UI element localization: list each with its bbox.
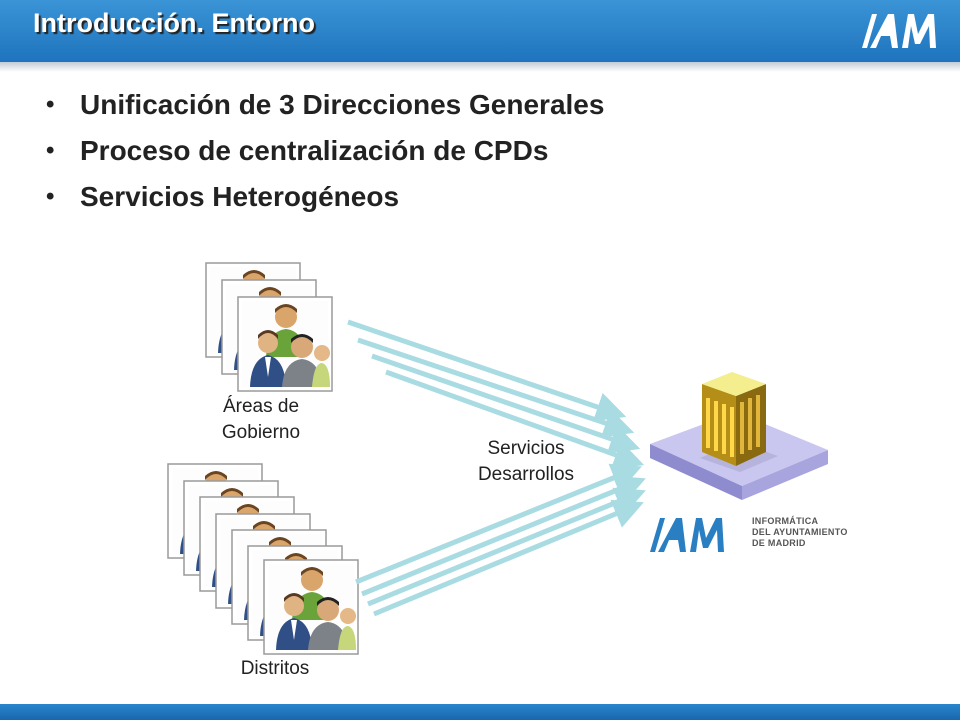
arrow xyxy=(357,337,635,438)
areas-label: Áreas de Gobierno xyxy=(196,394,326,446)
services-label-line: Desarrollos xyxy=(477,464,575,485)
iam-logo-header xyxy=(862,14,936,48)
slide-title: Introducción. Entorno xyxy=(33,8,315,38)
bullet-item: • Proceso de centralización de CPDs xyxy=(40,128,604,174)
areas-label-line: Áreas de xyxy=(222,396,300,417)
bullet-list: •Unificación de 3 Direcciones Generales … xyxy=(40,82,604,220)
bullet-text: Unificación de 3 Direcciones Generales xyxy=(80,89,605,120)
iam-subtitle-line: INFORMÁTICA xyxy=(752,516,819,526)
iam-logo xyxy=(650,518,724,552)
arrow xyxy=(367,487,646,607)
arrows-distritos xyxy=(355,463,646,617)
bullet-item: • Servicios Heterogéneos xyxy=(40,174,604,220)
person-group-card xyxy=(237,296,333,392)
arrow xyxy=(361,475,646,597)
distritos-label: Distritos xyxy=(240,658,310,679)
person-group-card xyxy=(263,559,359,655)
iam-subtitle-line: DE MADRID xyxy=(752,538,806,548)
arrow xyxy=(371,353,641,454)
areas-label-line: Gobierno xyxy=(221,422,301,443)
bullet-text: Proceso de centralización de CPDs xyxy=(80,135,549,166)
bullet-dot: • xyxy=(46,183,55,210)
arrows-areas xyxy=(347,319,645,470)
arrow xyxy=(385,369,645,470)
arrow xyxy=(373,499,644,617)
footer-bar xyxy=(0,704,960,720)
arrow xyxy=(355,463,642,585)
datacenter-building-icon xyxy=(650,372,828,500)
bullet-dot: • xyxy=(46,137,55,164)
distritos-card-stack xyxy=(167,463,359,655)
arrow xyxy=(347,319,627,422)
services-label-line: Servicios xyxy=(487,438,565,459)
bullet-text: Servicios Heterogéneos xyxy=(80,181,400,212)
iam-subtitle-line: DEL AYUNTAMIENTO xyxy=(752,527,848,537)
header-bar xyxy=(0,0,960,62)
bullet-item: • Unificación de 3 Direcciones Generales xyxy=(40,82,604,128)
areas-card-stack xyxy=(205,262,333,392)
services-label: Servicios Desarrollos xyxy=(456,436,596,488)
bullet-dot: • xyxy=(46,91,55,118)
header-shadow xyxy=(0,62,960,72)
iam-subtitle: INFORMÁTICA DEL AYUNTAMIENTO DE MADRID xyxy=(752,516,848,549)
